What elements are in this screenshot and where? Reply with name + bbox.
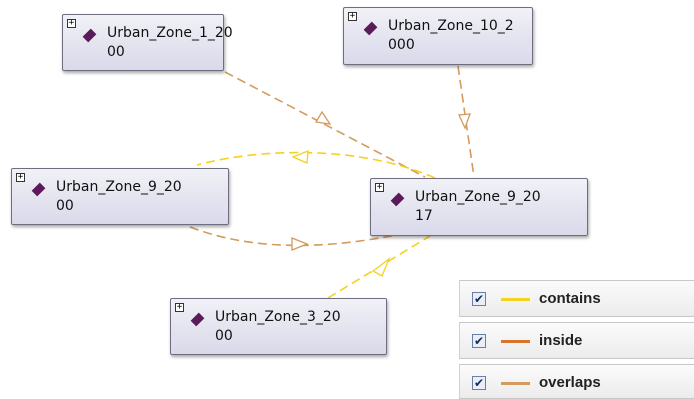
legend-label-overlaps: overlaps: [539, 374, 601, 391]
node-label-line1: Urban_Zone_9_20: [415, 189, 541, 205]
legend-label-contains: contains: [539, 290, 601, 307]
expand-icon[interactable]: +: [348, 11, 357, 21]
node-urban-zone-1-2000[interactable]: + Urban_Zone_1_20 00: [62, 14, 233, 71]
expand-icon[interactable]: +: [16, 172, 25, 182]
edge-arrowhead: [291, 150, 309, 164]
individual-diamond-icon: [363, 21, 378, 36]
edge-arrowhead: [291, 237, 309, 251]
node-urban-zone-10-2000[interactable]: + Urban_Zone_10_2 000: [343, 7, 533, 65]
node-label-line2: 17: [415, 208, 433, 224]
legend-checkbox-inside[interactable]: ✔: [472, 334, 486, 348]
legend-row-overlaps: ✔ overlaps: [459, 364, 694, 399]
edge-overlaps-zone1-to-zone9-2017[interactable]: [224, 71, 426, 178]
expand-icon[interactable]: +: [175, 302, 184, 312]
individual-diamond-icon: [82, 28, 97, 43]
node-label-line2: 00: [56, 198, 74, 214]
node-label-line1: Urban_Zone_10_2: [388, 18, 514, 34]
edge-contains-zone9-2017-to-zone9-2000[interactable]: [196, 151, 436, 179]
legend-swatch-inside: [501, 340, 530, 343]
legend-checkbox-overlaps[interactable]: ✔: [472, 376, 486, 390]
legend-swatch-contains: [501, 298, 530, 301]
node-urban-zone-9-2000[interactable]: + Urban_Zone_9_20 00: [11, 168, 229, 225]
individual-diamond-icon: [190, 312, 205, 327]
legend-swatch-overlaps: [501, 382, 530, 385]
legend-checkbox-contains[interactable]: ✔: [472, 292, 486, 306]
expand-icon[interactable]: +: [375, 182, 384, 192]
node-label-line1: Urban_Zone_3_20: [215, 309, 341, 325]
edge-overlaps-zone9-2000-to-zone9-2017[interactable]: [189, 226, 397, 247]
individual-diamond-icon: [31, 182, 46, 197]
edge-arrowhead: [371, 257, 391, 277]
legend-row-contains: ✔ contains: [459, 280, 694, 317]
individual-diamond-icon: [390, 192, 405, 207]
node-urban-zone-9-2017[interactable]: + Urban_Zone_9_20 17: [370, 178, 588, 236]
expand-icon[interactable]: +: [67, 18, 76, 28]
node-label-line2: 00: [215, 328, 233, 344]
node-urban-zone-3-2000[interactable]: + Urban_Zone_3_20 00: [170, 298, 387, 355]
node-label-line2: 00: [107, 44, 125, 60]
node-label-line1: Urban_Zone_1_20: [107, 25, 233, 41]
edge-arrowhead: [458, 113, 471, 130]
node-label-line2: 000: [388, 37, 415, 53]
edge-arrowhead: [314, 110, 332, 125]
node-label-line1: Urban_Zone_9_20: [56, 179, 182, 195]
legend-label-inside: inside: [539, 332, 583, 349]
legend-row-inside: ✔ inside: [459, 322, 694, 359]
